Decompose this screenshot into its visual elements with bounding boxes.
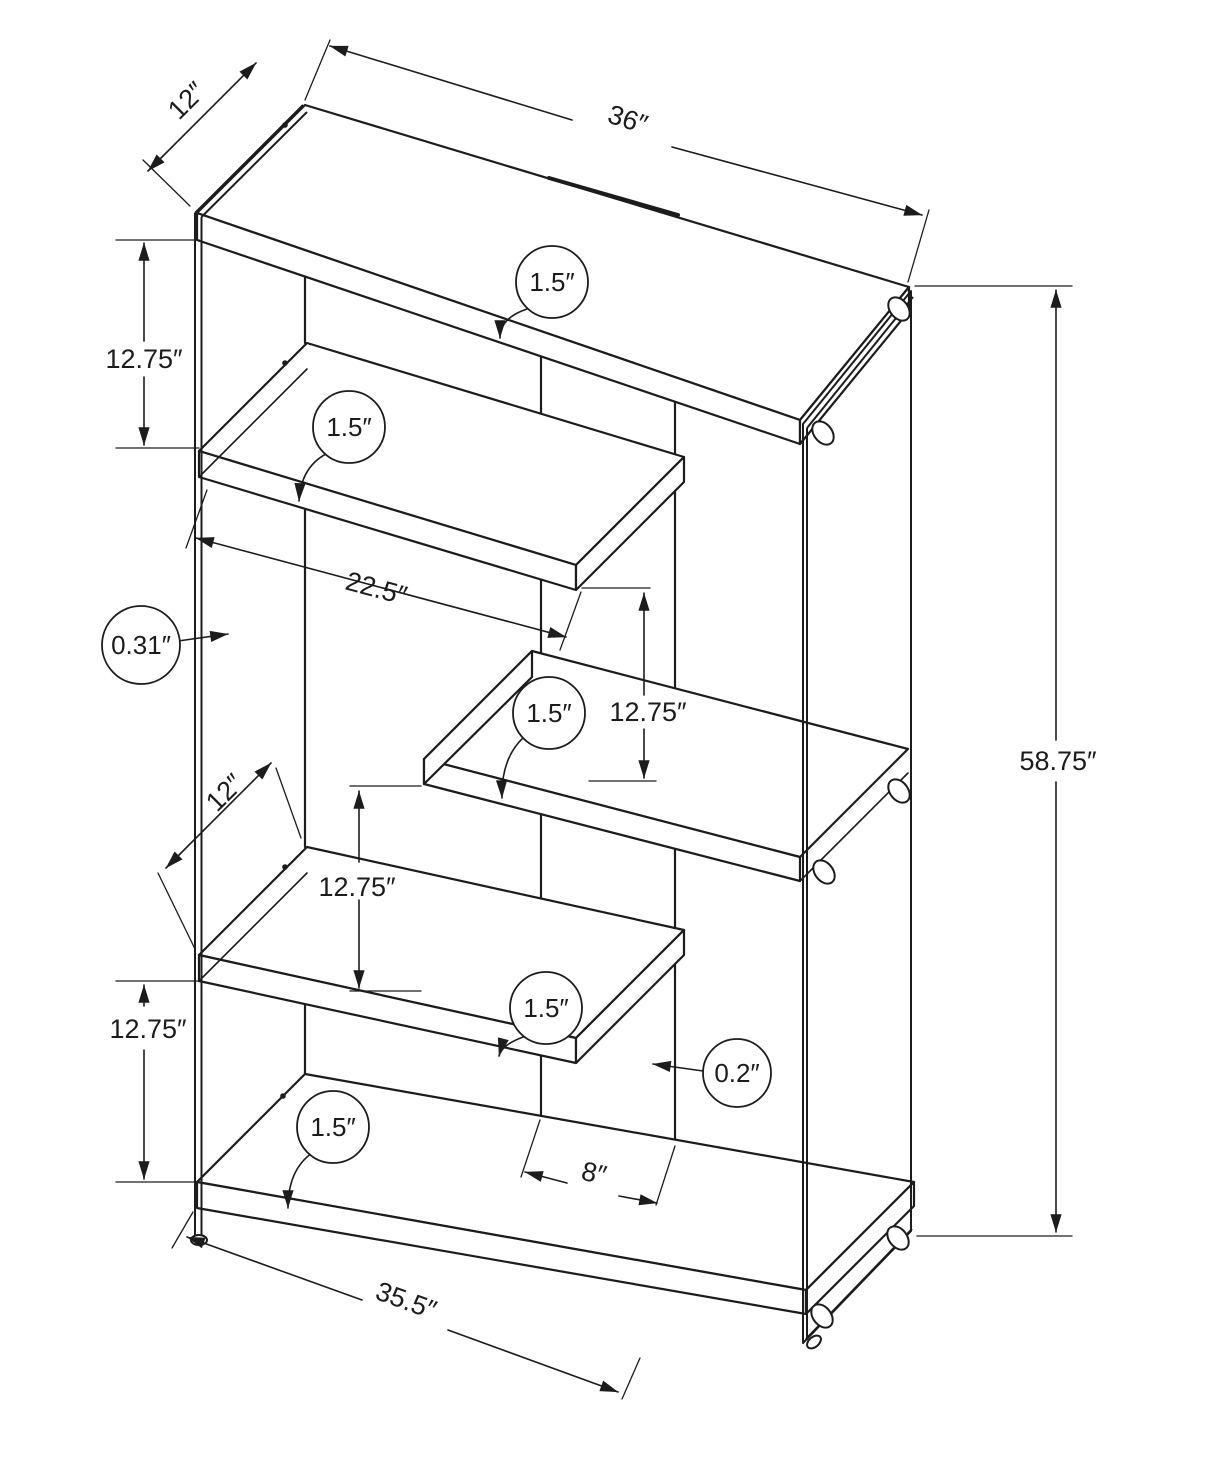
dimension-gap4: 12.75″ (109, 980, 200, 1183)
wall-strap-slot (547, 176, 680, 217)
dim-bottom-width-label: 35.5″ (372, 1276, 441, 1326)
dim-shelf2-length-label: 22.5″ (342, 566, 410, 611)
callout-shelf3-thickness: 1.5″ (495, 676, 586, 799)
clip-bottom-back (886, 1225, 910, 1251)
dimension-overall-height: 58.75″ (914, 285, 1097, 1237)
dimension-gap2: 12.75″ (581, 587, 687, 782)
foot-right (806, 1334, 822, 1350)
callout-shelf4-thickness-label: 1.5″ (523, 993, 568, 1023)
dimension-gap1: 12.75″ (105, 239, 200, 449)
dimension-divider-spacing: 8″ (520, 1119, 676, 1206)
dim-overall-height-label: 58.75″ (1019, 746, 1097, 776)
clip-top-back (887, 296, 911, 322)
callout-shelf2-thickness-label: 1.5″ (326, 412, 371, 442)
dim-gap1-label: 12.75″ (105, 344, 183, 374)
dimension-gap3: 12.75″ (318, 785, 422, 992)
clip-left-shelf4 (282, 864, 288, 870)
dim-shelf-depth-label: 12″ (200, 768, 250, 818)
clip-bottom-front (810, 1303, 834, 1329)
clip-shelf3-back (887, 778, 911, 804)
clip-top-front (811, 420, 835, 446)
callout-top-thickness: 1.5″ (494, 245, 589, 339)
callout-top-thickness-label: 1.5″ (529, 267, 574, 297)
clip-left-bottom (280, 1093, 286, 1099)
callout-divider-thickness-label: 0.2″ (714, 1058, 759, 1088)
clip-left-top (282, 122, 288, 128)
dim-gap2-label: 12.75″ (609, 697, 687, 727)
callout-side-panel-thickness-label: 0.31″ (111, 630, 171, 660)
callout-shelf4-thickness: 1.5″ (497, 971, 583, 1057)
callout-divider-thickness: 0.2″ (652, 1038, 772, 1108)
left-glass-panel (194, 104, 308, 1246)
clip-shelf3-front (812, 859, 836, 885)
shelf-4 (197, 845, 686, 1065)
callout-bottom-thickness-label: 1.5″ (310, 1112, 355, 1142)
dim-gap3-label: 12.75″ (318, 872, 396, 902)
dim-gap4-label: 12.75″ (109, 1014, 187, 1044)
clip-left-shelf2 (282, 360, 288, 366)
callout-shelf2-thickness: 1.5″ (294, 390, 386, 502)
callout-bottom-thickness: 1.5″ (282, 1090, 370, 1209)
dim-top-depth-label: 12″ (162, 76, 212, 126)
callout-side-panel-thickness: 0.31″ (101, 605, 229, 685)
callout-shelf3-thickness-label: 1.5″ (526, 698, 571, 728)
bottom-slab (195, 1072, 916, 1316)
shelf-3 (422, 649, 910, 883)
dim-top-width-label: 36″ (604, 99, 651, 140)
